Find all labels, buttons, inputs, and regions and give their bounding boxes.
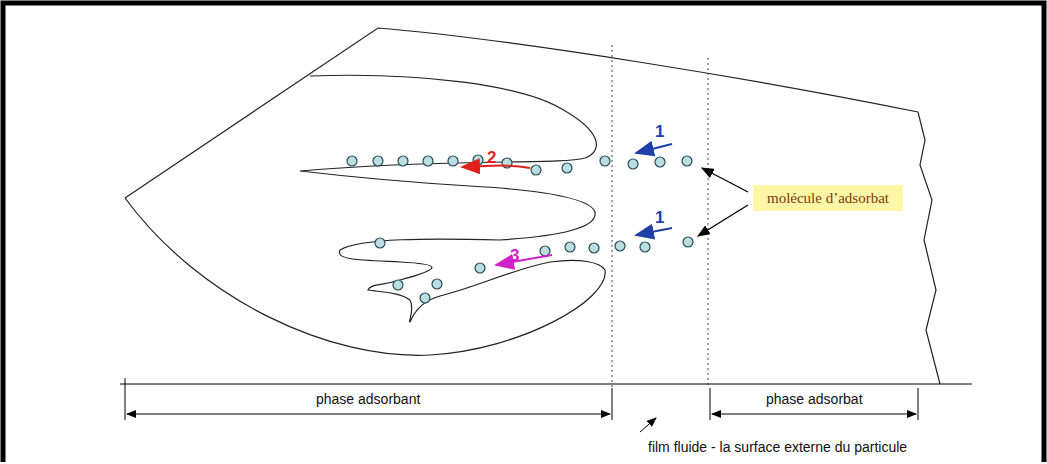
callout-number: 3	[510, 246, 519, 266]
particle-outline	[125, 28, 940, 384]
label-box: molécule d’adsorbat	[753, 185, 903, 211]
dimension-tick	[612, 388, 613, 420]
callout-number: 2	[487, 148, 496, 168]
diffusion-arrow	[636, 228, 672, 235]
dimension-tick	[710, 388, 711, 420]
dimension-tick	[918, 388, 919, 420]
callout-number: 1	[655, 208, 664, 228]
label-text: molécule d’adsorbat	[763, 189, 893, 207]
dimension-label: phase adsorbat	[763, 391, 866, 407]
dimension-line	[127, 414, 610, 415]
diffusion-arrow	[636, 144, 672, 153]
frame	[3, 3, 1044, 462]
adsorbate-molecules	[347, 155, 693, 303]
callout-number: 1	[655, 122, 664, 142]
baseline	[120, 384, 972, 385]
dimension-line	[712, 414, 916, 415]
film-boundary	[612, 45, 613, 388]
caption-label: film fluide - la surface externe du part…	[645, 439, 910, 455]
dimension-label: phase adsorbant	[313, 391, 423, 407]
leader-line	[698, 205, 748, 236]
film-boundary	[708, 58, 709, 388]
dimension-tick	[125, 378, 126, 420]
leader-line	[702, 168, 748, 192]
pointer-arrow	[640, 418, 656, 432]
diffusion-arrow	[496, 255, 552, 265]
